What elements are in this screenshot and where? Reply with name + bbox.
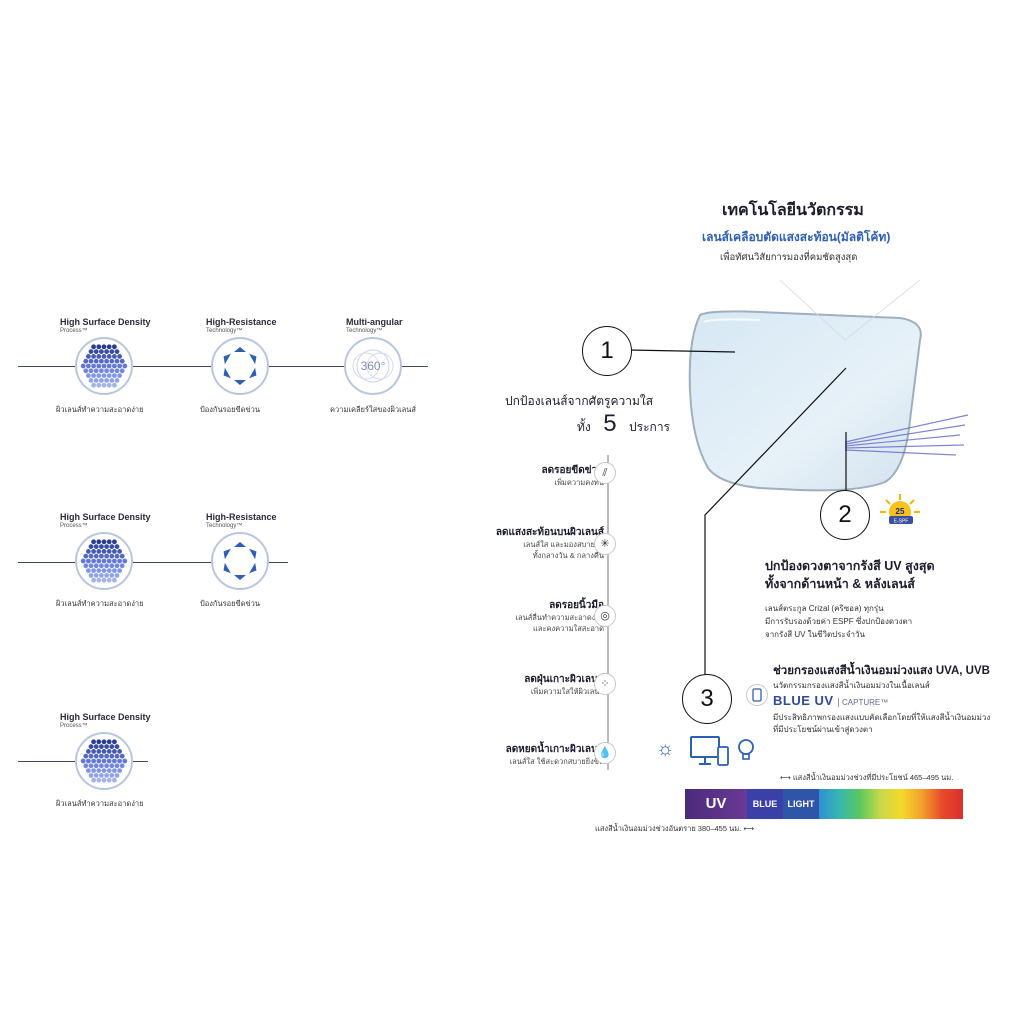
uv-desc: จากรังสี UV ในชีวิตประจำวัน [765,630,865,639]
feature-desc: เพิ่มความคงทน [554,478,604,487]
connector-line [18,562,288,563]
protect-heading: ปกป้องเลนส์จากศัตรูความใส [505,394,654,408]
arrow-icon: ⟷ [780,773,793,782]
phone-icon [746,684,768,706]
uv-desc: มีการรับรองด้วยค่า ESPF ซึ่งปกป้องดวงตา [765,617,913,626]
tech-subtitle: Technology™ [206,523,243,529]
uv-desc: เลนส์ตระกูล Crizal (คริซอล) ทุกรุ่น [765,604,884,613]
espf-label: E-SPF [894,519,909,525]
visible-spectrum [819,789,963,819]
blue-desc: ที่มีประโยชน์ผ่านเข้าสู่ดวงตา [773,725,873,734]
protect-number: 5 [603,410,617,437]
spectrum-top-text: แสงสีน้ำเงินอมม่วงช่วงที่มีประโยชน์ 465–… [792,773,954,782]
tech-caption: ป้องกันรอยขีดข่วน [200,599,260,608]
dot-sphere-icon [75,337,133,395]
blue-uv-capture-logo: BLUE UV CAPTURE™ [773,692,889,710]
brand-capture: CAPTURE™ [838,698,889,707]
icon-360-text: 360° [361,359,386,373]
angle-360-icon: 360° [344,337,402,395]
page-tagline: เพื่อทัศนวิสัยการมองที่คมชัดสูงสุด [720,252,858,263]
light-rays-icon [844,414,969,456]
protect-count: ทั้ง 5 ประการ [577,410,670,438]
page-subtitle: เลนส์เคลือบตัดแสงสะท้อน(มัลติโค้ท) [702,230,891,244]
feature-title: ลดหยดน้ำเกาะผิวเลนส์ [505,744,604,755]
tech-caption: ความเคลียร์ใสของผิวเลนส์ [330,405,416,414]
dot-sphere-icon [75,732,133,790]
tech-title: High Surface Density [60,317,151,327]
spectrum-top-note: ⟷ แสงสีน้ำเงินอมม่วงช่วงที่มีประโยชน์ 46… [780,772,953,784]
callout-2: 2 [820,490,870,540]
feature-desc: เลนส์ใส ใช้สะดวกสบายยิ่งขึ้น [509,757,604,766]
tech-caption: ผิวเลนส์ทำความสะอาดง่าย [56,405,144,414]
tech-title: High-Resistance [206,512,277,522]
light-segment: LIGHT [783,789,819,819]
tech-caption: ป้องกันรอยขีดข่วน [200,405,260,414]
bulb-icon [737,738,755,767]
feature-desc: เลนส์ใส และมองสบายตา [523,540,604,549]
dot-sphere-icon [75,532,133,590]
callout-3: 3 [682,674,732,724]
feature-desc: ทั้งกลางวัน & กลางคืน [532,551,604,560]
feature-desc: เพิ่มความใสให้ผิวเลนส์ [530,687,604,696]
tech-subtitle: Process™ [60,328,88,334]
lens-illustration [688,279,969,492]
blue-desc: มีประสิทธิภาพกรองแสงแบบคัดเลือกโดยที่ให้… [773,713,991,722]
tech-caption: ผิวเลนส์ทำความสะอาดง่าย [56,599,144,608]
uv-title: ทั้งจากด้านหน้า & หลังเลนส์ [765,577,915,591]
light-label: LIGHT [787,799,815,809]
page-title: เทคโนโลยีนวัตกรรม [722,202,864,219]
tech-title: Multi-angular [346,317,403,327]
tech-subtitle: Process™ [60,523,88,529]
spectrum-bottom-note: แสงสีน้ำเงินอมม่วงช่วงอันตราย 380–455 นม… [595,823,754,835]
tech-title: High Surface Density [60,712,151,722]
tech-title: High-Resistance [206,317,277,327]
espf-badge-icon: 25 E-SPF [880,494,920,530]
uv-title: ปกป้องดวงตาจากรังสี UV สูงสุด [765,559,935,573]
uv-label: UV [705,795,727,812]
feature-title: ลดแสงสะท้อนบนผิวเลนส์ [495,527,604,538]
uv-segment: UV [685,789,747,819]
protect-suffix: ประการ [629,420,671,434]
arrow-icon: ⟷ [741,824,755,833]
dust-icon: ⁘ [594,673,616,695]
sparkle-icon: ✳ [594,533,616,555]
fingerprint-icon: ◎ [594,605,616,627]
spectrum-bottom-text: แสงสีน้ำเงินอมม่วงช่วงอันตราย 380–455 นม… [595,824,742,833]
feature-title: ลดฝุ่นเกาะผิวเลนส์ [524,674,604,685]
feature-title: ลดรอยขีดข่วน [541,465,604,476]
tech-subtitle: Technology™ [346,328,383,334]
spectrum-bar: UV BLUE LIGHT [685,789,963,819]
callout-1: 1 [582,326,632,376]
arrow-ring-icon [211,532,269,590]
blue-title: ช่วยกรองแสงสีน้ำเงินอมม่วงแสง UVA, UVB [773,665,990,677]
blue-segment: BLUE [747,789,783,819]
monitor-icon [690,735,730,772]
tech-caption: ผิวเลนส์ทำความสะอาดง่าย [56,799,144,808]
espf-value: 25 [896,507,905,516]
feature-desc: เลนส์ลื่นทำความสะอาดง่าย [515,613,604,622]
tech-title: High Surface Density [60,512,151,522]
feature-title: ลดรอยนิ้วมือ [549,600,604,611]
arrow-ring-icon [211,337,269,395]
water-drop-icon: 💧 [594,742,616,764]
tech-subtitle: Technology™ [206,328,243,334]
brand-blue-uv: BLUE UV [773,693,834,708]
scratch-icon: ⫽ [594,462,616,484]
protect-prefix: ทั้ง [577,420,591,434]
blue-label: BLUE [752,799,778,809]
sun-icon: ☼ [656,738,675,760]
blue-subtitle: นวัตกรรมกรองแสงสีน้ำเงินอมม่วงในเนื้อเลน… [773,681,930,690]
feature-desc: และคงความใสสะอาด [533,624,604,633]
tech-subtitle: Process™ [60,723,88,729]
